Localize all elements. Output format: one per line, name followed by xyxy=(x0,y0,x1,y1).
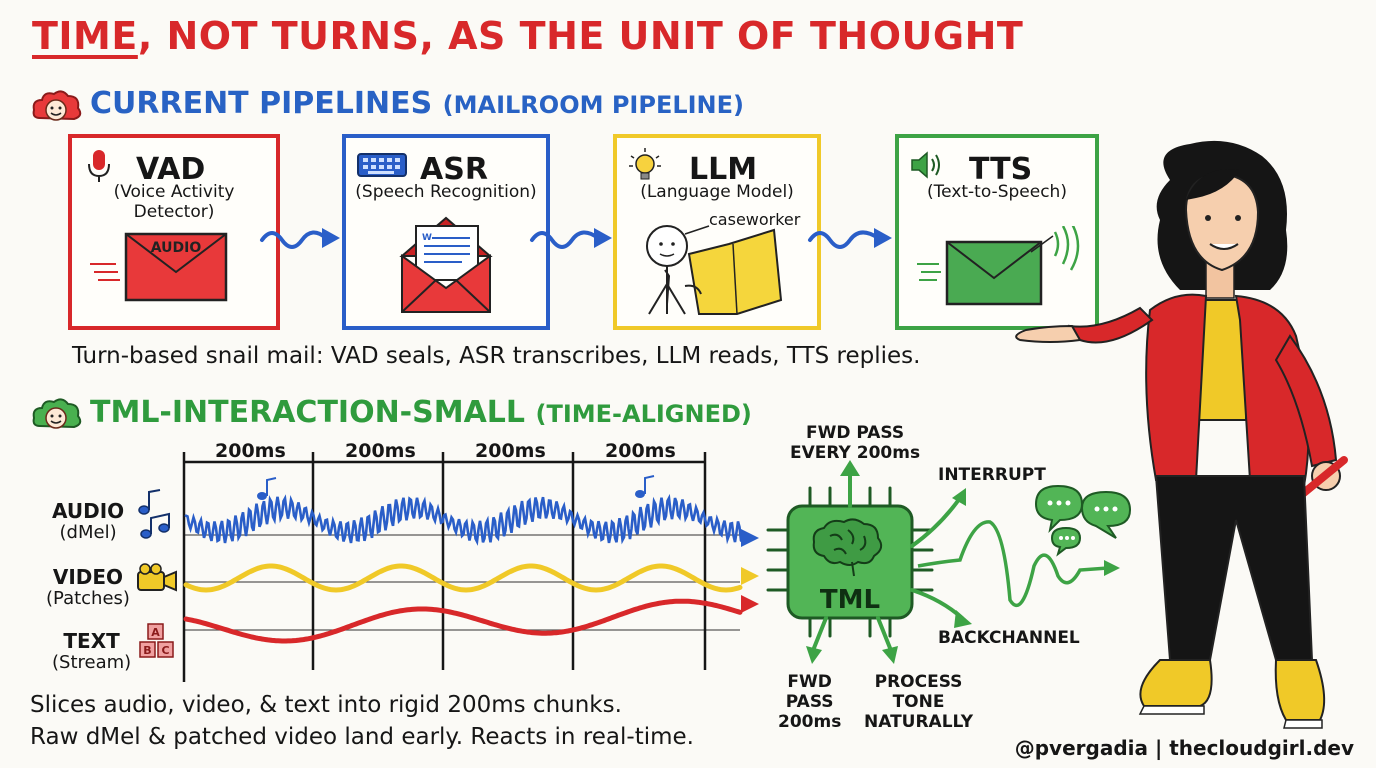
bottom-caption-line1: Slices audio, video, & text into rigid 2… xyxy=(30,692,622,718)
open-envelope-icon: W xyxy=(399,216,493,313)
arrow-backchannel xyxy=(910,588,964,620)
author-handle: @pvergadia | thecloudgirl.dev xyxy=(1014,736,1354,760)
arrow-asr-to-llm xyxy=(530,230,600,249)
fwd-bottom-line: FWD xyxy=(787,672,832,692)
section2-subtitle: (TIME-ALIGNED) xyxy=(535,400,752,428)
video-arrowhead xyxy=(741,567,759,585)
backchannel-label: BACKCHANNEL xyxy=(938,628,1080,648)
stream-text-label: TEXT(Stream) xyxy=(52,630,131,674)
stage-llm-subtitle: (Language Model) xyxy=(640,182,794,202)
stream-text-sub: (Stream) xyxy=(52,652,132,673)
speech-bubbles-icon xyxy=(1034,484,1132,557)
fwd-top-line: EVERY 200ms xyxy=(790,443,921,464)
red-cloud-face-icon xyxy=(32,90,82,121)
output-wave xyxy=(917,520,1109,607)
process-line: TONE xyxy=(892,692,945,713)
caseworker-label: caseworker xyxy=(709,210,801,229)
stage-tts-subtitle: (Text-to-Speech) xyxy=(927,182,1067,202)
video-wave xyxy=(183,563,743,593)
arrow-interrupt xyxy=(910,496,962,548)
stream-video-sub: (Patches) xyxy=(46,588,130,609)
text-wave xyxy=(183,598,743,644)
section1-title: CURRENT PIPELINES xyxy=(90,86,433,121)
letter-blocks-icon: A B C xyxy=(139,623,174,658)
speaker-icon xyxy=(911,151,940,179)
segment-label: 200ms xyxy=(605,440,676,462)
reply-envelope-icon xyxy=(917,226,1080,306)
stage-vad-subtitle: (Voice Activity Detector) xyxy=(113,182,235,222)
stream-audio-sub: (dMel) xyxy=(59,522,117,543)
stage-vad-name: VAD xyxy=(136,152,206,187)
stage-asr-name: ASR xyxy=(420,152,488,187)
stream-video-label: VIDEO(Patches) xyxy=(46,566,130,610)
stage-vad-box: VAD (Voice Activity Detector) AUDIO xyxy=(68,134,280,330)
video-camera-icon xyxy=(137,563,177,592)
chip-label: TML xyxy=(820,585,880,615)
stage-asr-subtitle: (Speech Recognition) xyxy=(355,182,537,202)
arrow-process xyxy=(876,616,892,650)
title-rest: , NOT TURNS, AS THE UNIT OF THOUGHT xyxy=(137,14,1024,58)
green-cloud-face-icon xyxy=(32,398,82,429)
block-letter: B xyxy=(143,644,151,657)
stage-tts-name: TTS xyxy=(969,152,1033,187)
arrow-llm-to-tts xyxy=(808,230,880,249)
arrow-fwd-bottom xyxy=(812,616,828,650)
section-tml: TML-INTERACTION-SMALL (TIME-ALIGNED) xyxy=(90,395,752,430)
caseworker-reading-icon xyxy=(646,225,783,315)
stream-video-name: VIDEO xyxy=(52,565,124,589)
segment-label: 200ms xyxy=(475,440,546,462)
sealed-envelope-icon: AUDIO xyxy=(90,232,228,302)
page-title: TIME, NOT TURNS, AS THE UNIT OF THOUGHT xyxy=(32,14,1023,58)
audio-wave xyxy=(184,493,743,546)
keyboard-icon xyxy=(357,153,407,177)
envelope-audio-label: AUDIO xyxy=(151,240,202,256)
stage-asr-box: ASR (Speech Recognition) W xyxy=(342,134,550,330)
text-arrowhead xyxy=(741,595,759,613)
music-notes-icon xyxy=(138,489,170,539)
music-note-icon xyxy=(635,475,655,498)
brain-icon xyxy=(812,518,883,577)
section1-subtitle: (MAILROOM PIPELINE) xyxy=(442,91,745,119)
stage-llm-box: LLM (Language Model) caseworker xyxy=(613,134,821,330)
stage-llm-name: LLM xyxy=(689,152,758,187)
arrow-vad-to-asr xyxy=(260,230,328,249)
fwd-bottom-line: PASS xyxy=(785,692,834,713)
microphone-icon xyxy=(88,150,110,182)
fwd-top-line: FWD PASS xyxy=(805,423,905,443)
process-line: NATURALLY xyxy=(864,712,974,733)
process-line: PROCESS xyxy=(874,672,963,692)
music-note-icon xyxy=(257,477,277,500)
letter-mark: W xyxy=(422,233,432,243)
stream-text-name: TEXT xyxy=(63,629,120,653)
lightbulb-icon xyxy=(629,148,661,180)
title-emphasis: TIME xyxy=(32,14,138,58)
pipeline-caption: Turn-based snail mail: VAD seals, ASR tr… xyxy=(72,343,921,369)
section-current-pipelines: CURRENT PIPELINES (MAILROOM PIPELINE) xyxy=(90,86,744,121)
segment-label: 200ms xyxy=(215,440,286,462)
presenter-illustration xyxy=(1015,140,1348,729)
interrupt-label: INTERRUPT xyxy=(938,465,1046,485)
section2-title: TML-INTERACTION-SMALL xyxy=(90,395,526,430)
audio-arrowhead xyxy=(741,529,759,547)
stage-tts-box: TTS (Text-to-Speech) xyxy=(895,134,1099,330)
fwd-bottom-line: 200ms xyxy=(778,712,842,733)
stream-audio-label: AUDIO(dMel) xyxy=(52,500,124,544)
stream-audio-name: AUDIO xyxy=(52,499,125,523)
block-letter: A xyxy=(151,626,160,639)
block-letter: C xyxy=(161,644,169,657)
segment-label: 200ms xyxy=(345,440,416,462)
bottom-caption-line2: Raw dMel & patched video land early. Rea… xyxy=(30,724,694,750)
